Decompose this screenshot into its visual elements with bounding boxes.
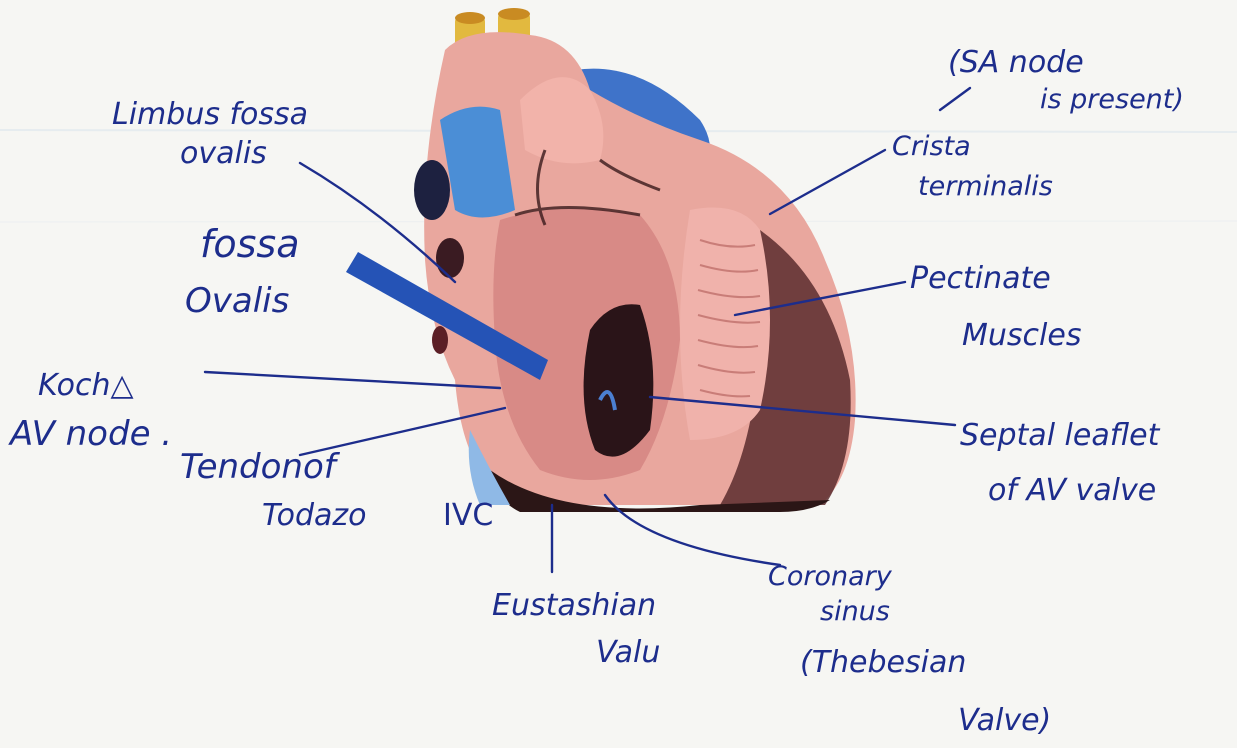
atrial-cavity [493, 209, 680, 480]
label-eustachian-line2: Valu [596, 635, 660, 670]
label-coronary-line3: (Thebesian [800, 645, 966, 680]
label-septal-line2: of AV valve [988, 473, 1156, 508]
opening-2 [436, 238, 464, 278]
label-crista-line2: terminalis [918, 171, 1053, 202]
pulmonary-opening [414, 160, 450, 220]
label-coronary-line1: Coronary [768, 561, 893, 592]
label-limbus-line2: ovalis [180, 136, 267, 171]
opening-3 [432, 326, 448, 354]
label-fossa-line2: Ovalis [185, 281, 289, 321]
label-sa-line1: (SA node [948, 45, 1084, 80]
label-septal-line1: Septal leaflet [960, 418, 1161, 453]
label-fossa-line1: fossa [200, 222, 300, 266]
label-coronary-line4: Valve) [958, 703, 1051, 738]
label-limbus-line1: Limbus fossa [112, 97, 308, 132]
label-coronary-line2: sinus [820, 596, 890, 627]
label-sa-line2: is present) [1040, 84, 1184, 115]
av-valve-opening [584, 304, 654, 456]
label-todaro-line1: Tendonof [180, 447, 341, 487]
label-eustachian-line1: Eustashian [492, 588, 656, 623]
label-koch-line2: AV node . [8, 414, 172, 454]
label-pectinate-line2: Muscles [962, 318, 1081, 353]
label-todaro-line2: Todazo [262, 498, 367, 533]
label-koch-line1: Koch△ [38, 368, 134, 403]
label-crista-line1: Crista [892, 131, 971, 162]
right-atrium-wall [680, 208, 770, 441]
label-pectinate-line1: Pectinate [910, 261, 1051, 296]
label-ivc: IVC [443, 498, 493, 533]
